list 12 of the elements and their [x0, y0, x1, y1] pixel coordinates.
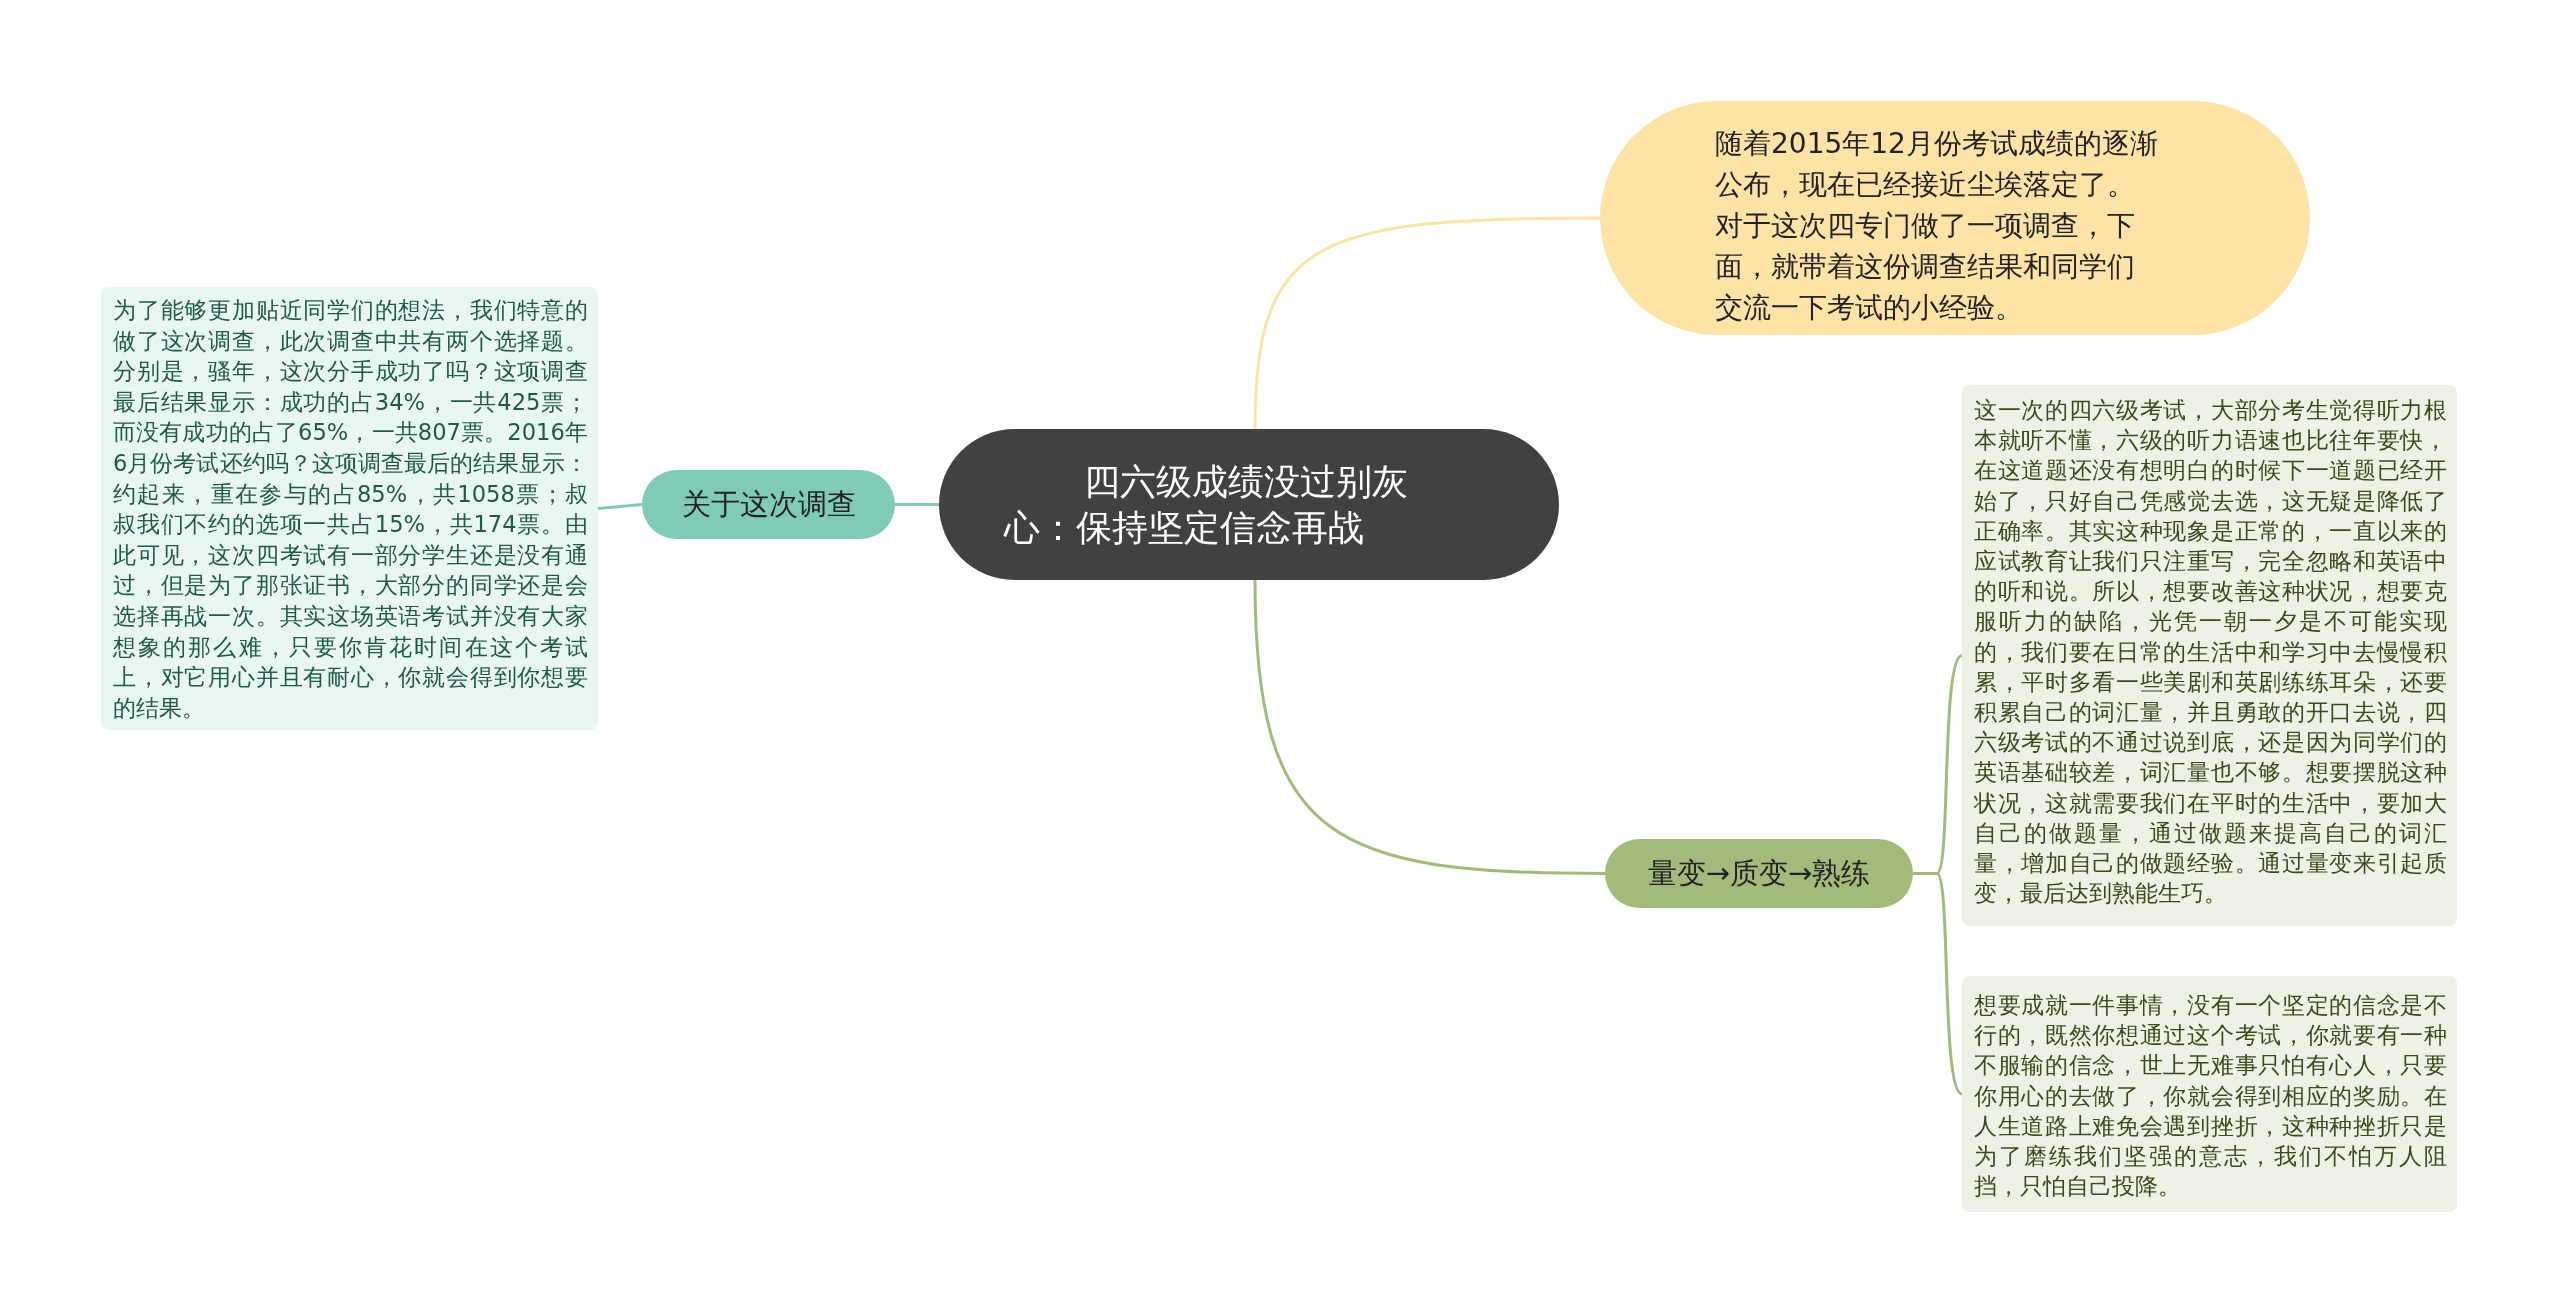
note-card: 为了能够更加贴近同学们的想法，我们特意的做了这次调查，此次调查中共有两个选择题。分别是，骚年，这次分手成功了吗？这项调查最后结果显示：成功的占34%，一共425票；而没有成功的占了65%，一共807票。2016年6月份考试还约吗？这项调查最后的结果显示：约起来，重在参与的占85%，共1058票；叔叔我们不约的选项一共占15%，共174票。由此可见，这次四考试有一部分学生还是没有通过，但是为了那张证书，大部分的同学还是会选择再战一次。其实这场英语考试并没有大家想象的那么难，只要你肯花时间在这个考试上，对它用心并且有耐心，你就会得到你想要的结果。	[101, 287, 598, 730]
note-card: 想要成就一件事情，没有一个坚定的信念是不行的，既然你想通过这个考试，你就要有一种不服输的信念，世上无难事只怕有心人，只要你用心的去做了，你就会得到相应的奖励。在人生道路上难免会遇到挫折，这种种挫折只是为了磨练我们坚强的意志，我们不怕万人阻挡，只怕自己投降。	[1962, 976, 2457, 1212]
connector-line	[1913, 872, 1964, 1096]
connector-line	[1253, 579, 1605, 875]
note-card: 这一次的四六级考试，大部分考生觉得听力根本就听不懂，六级的听力语速也比往年要快，在这道题还没有想明白的时候下一道题已经开始了，只好自己凭感觉去选，这无疑是降低了正确率。其实这种现象是正常的，一直以来的应试教育让我们只注重写，完全忽略和英语中的听和说。所以，想要改善这种状况，想要克服听力的缺陷，光凭一朝一夕是不可能实现的，我们要在日常的生活中和学习中去慢慢积累，平时多看一些美剧和英剧练练耳朵，还要积累自己的词汇量，并且勇敢的开口去说，四六级考试的不通过说到底，还是因为同学们的英语基础较差，词汇量也不够。想要摆脱这种状况，这就需要我们在平时的生活中，要加大自己的做题量，通过做题来提高自己的词汇量，增加自己的做题经验。通过量变来引起质变，最后达到熟能生巧。	[1962, 385, 2457, 926]
central-topic-pill: 四六级成绩没过别灰心：保持坚定信念再战	[939, 429, 1559, 580]
topic-pill: 量变→质变→熟练	[1605, 839, 1913, 908]
summary-pill: 随着2015年12月份考试成绩的逐渐公布，现在已经接近尘埃落定了。对于这次四专门做了一项调查，下面，就带着这份调查结果和同学们交流一下考试的小经验。	[1600, 101, 2310, 335]
connector-line	[1253, 216, 1600, 430]
topic-pill: 关于这次调查	[642, 470, 895, 539]
connector-line	[597, 503, 643, 510]
connector-line	[895, 503, 939, 506]
